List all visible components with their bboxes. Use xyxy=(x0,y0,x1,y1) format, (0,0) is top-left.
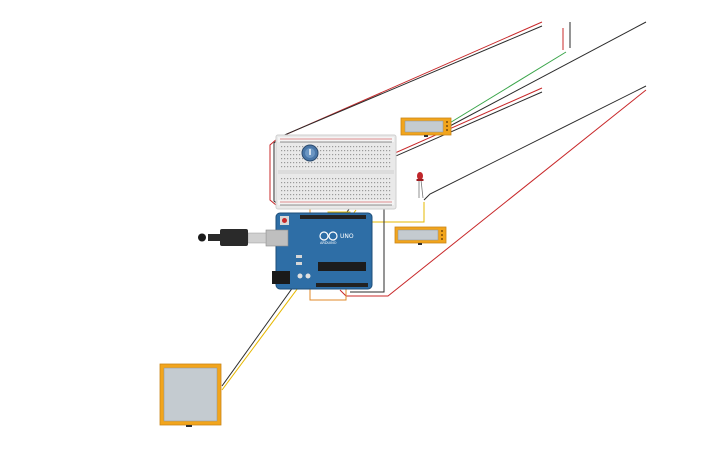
lcd-large[interactable] xyxy=(159,363,222,427)
wire-red-bottom[interactable] xyxy=(339,89,647,297)
wire-green[interactable] xyxy=(447,51,567,125)
board-logo-text: UNO xyxy=(340,233,354,240)
wire-black-led[interactable] xyxy=(423,85,647,201)
lcd-top[interactable] xyxy=(400,117,452,137)
lcd-right[interactable] xyxy=(394,226,447,245)
board-brand-text: ARDUINO xyxy=(320,241,337,245)
arduino-logo: UNO ARDUINO xyxy=(319,231,354,245)
arduino-uno-board[interactable]: UNO ARDUINO xyxy=(265,212,373,290)
reset-button-icon[interactable] xyxy=(280,216,289,225)
usb-cable-icon[interactable] xyxy=(198,229,267,246)
potentiometer-icon[interactable] xyxy=(301,144,319,162)
led-icon[interactable] xyxy=(416,172,424,199)
breadboard-holes xyxy=(281,146,391,200)
wire-black-board[interactable] xyxy=(350,202,385,293)
wire-black-long-1[interactable] xyxy=(447,21,647,128)
wire-red-top[interactable] xyxy=(269,21,543,206)
breadboard[interactable] xyxy=(275,134,397,210)
